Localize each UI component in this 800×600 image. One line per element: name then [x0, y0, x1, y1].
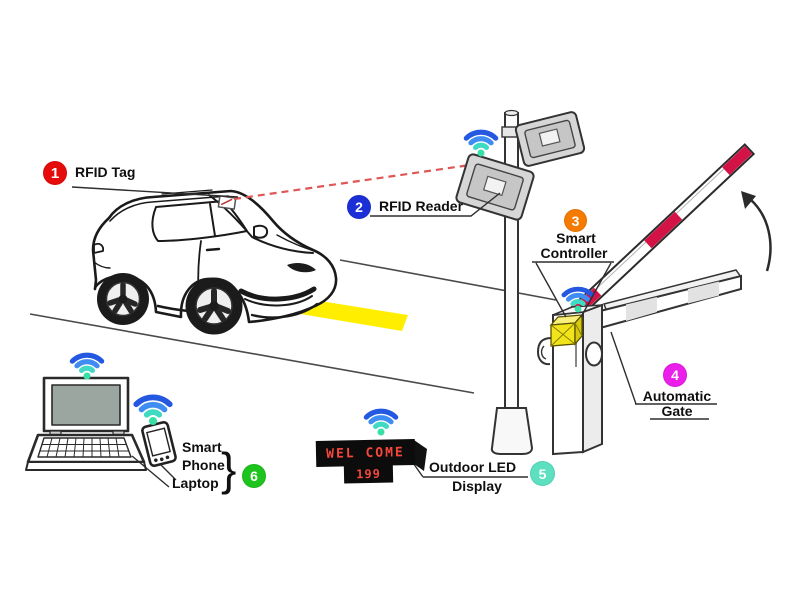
laptop-illustration — [25, 376, 147, 471]
gate-motion-arrow — [741, 191, 772, 272]
badge-led-display: 5 — [530, 461, 555, 486]
badge-rfid-reader: 2 — [347, 195, 371, 219]
badge-automatic-gate: 4 — [663, 363, 687, 387]
car-illustration — [91, 189, 338, 335]
rfid-tag-on-windshield — [217, 195, 237, 210]
led-display-welcome: WEL COME — [315, 438, 416, 468]
label-outdoor-led: Outdoor LED — [429, 459, 517, 475]
badge-rfid-tag: 1 — [43, 161, 67, 185]
barrier-arm-horizontal — [599, 269, 743, 330]
label-controller: Controller — [540, 245, 608, 261]
pole-base — [490, 407, 534, 455]
phone-illustration — [141, 420, 177, 468]
label-rfid-reader: RFID Reader — [379, 198, 464, 214]
label-automatic: Automatic — [642, 388, 712, 404]
wifi-icon-phone — [136, 397, 170, 425]
smart-controller-box — [549, 313, 584, 347]
leader-lines — [71, 186, 717, 488]
label-rfid-tag: RFID Tag — [75, 164, 136, 180]
road-lines — [29, 259, 557, 394]
wifi-icon-reader — [466, 132, 495, 156]
label-gate: Gate — [661, 403, 693, 419]
label-smart-phone-2: Phone — [182, 457, 225, 473]
rfid-reader-antennas — [455, 111, 586, 221]
rfid-signal-line — [233, 163, 471, 201]
front-wheel — [185, 277, 243, 335]
wifi-icon-laptop — [72, 355, 101, 379]
led-display-side — [414, 440, 427, 471]
badge-smart-controller: 3 — [564, 209, 587, 232]
wifi-icon-led — [366, 411, 395, 435]
rear-wheel — [97, 273, 149, 325]
label-smart-phone-1: Smart — [182, 439, 222, 455]
label-laptop: Laptop — [172, 475, 219, 491]
led-display-count: 199 — [343, 464, 394, 484]
badge-phone-laptop: 6 — [242, 464, 266, 488]
brace-glyph: } — [221, 443, 237, 495]
label-display: Display — [452, 478, 502, 494]
pillar-button — [585, 341, 603, 367]
pillar-bracket — [536, 337, 552, 366]
label-smart: Smart — [556, 230, 596, 246]
